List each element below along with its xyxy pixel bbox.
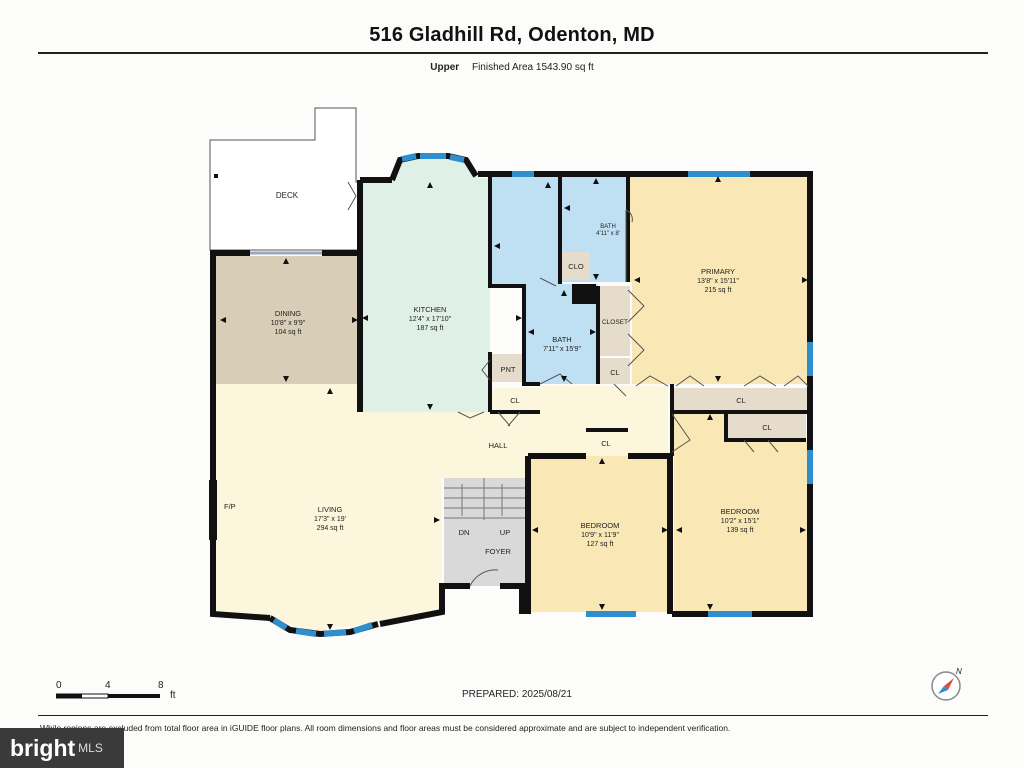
level-summary: Upper Finished Area 1543.90 sq ft: [0, 62, 1024, 73]
cl-label-bedroom1: CL: [601, 439, 611, 448]
dining-area: 104 sq ft: [275, 329, 302, 336]
primary-name: PRIMARY: [701, 267, 735, 276]
deck-label: DECK: [276, 191, 299, 200]
cl-area-3: [726, 414, 806, 440]
interior-walls: [488, 176, 808, 456]
scale-label-4: 4: [105, 680, 111, 691]
bedroom-two-name: BEDROOM: [721, 507, 760, 516]
compass-icon: N: [931, 667, 962, 701]
stairs-down-label: DN: [459, 528, 470, 537]
kitchen-room: [360, 158, 490, 412]
primary-room: [628, 174, 810, 384]
cl-area-2: [674, 388, 808, 412]
dimension-arrows: [220, 176, 808, 630]
bedroom-one: [530, 456, 670, 612]
footer-rule: [38, 715, 988, 716]
bath-small-name: BATH: [600, 224, 616, 230]
primary-dims: 13'8" x 15'11": [697, 278, 739, 285]
cl-label-bath: CL: [610, 368, 620, 377]
compass-north-label: N: [956, 667, 962, 676]
fireplace-label: F/P: [224, 502, 236, 511]
closet-area: [600, 286, 630, 356]
living-area: 294 sq ft: [317, 525, 344, 532]
stairs-up-label: UP: [500, 528, 510, 537]
clo-label: CLO: [568, 262, 584, 271]
scale-unit: ft: [170, 690, 176, 701]
level-label: Upper: [430, 62, 460, 73]
watermark-suffix: MLS: [78, 741, 103, 755]
bedroom-two-dims: 10'2" x 15'1": [721, 518, 760, 525]
stairs-area: [444, 478, 526, 586]
door-swings: [347, 181, 809, 587]
living-hall-area: [216, 384, 668, 632]
scale-bar: [56, 693, 160, 699]
bedroom-two: [674, 414, 808, 612]
chimney-block: [572, 284, 596, 304]
header-rule: [38, 52, 988, 54]
bedroom-one-dims: 10'9" x 11'9": [581, 532, 619, 539]
kitchen-bay-window: [389, 153, 479, 182]
primary-area: 215 sq ft: [705, 287, 732, 294]
watermark-logo: bright MLS: [0, 728, 124, 768]
living-name: LIVING: [318, 505, 343, 514]
deck-post: [214, 174, 218, 178]
living-bay-window: [268, 615, 379, 638]
kitchen-dims: 12'4" x 17'10": [409, 316, 452, 323]
hall-label: HALL: [489, 441, 508, 450]
cl-area-1: [600, 358, 630, 384]
bath-room: [526, 284, 598, 384]
bath-small-dims: 4'11" x 8': [596, 231, 620, 237]
dining-dims: 10'8" x 9'9": [271, 320, 306, 327]
foyer-label: FOYER: [485, 547, 511, 556]
cl-label-bedroom2: CL: [762, 423, 772, 432]
scale-label-8: 8: [158, 680, 164, 691]
living-dims: 17'3" x 19': [314, 516, 346, 523]
kitchen-name: KITCHEN: [414, 305, 447, 314]
scale-label-0: 0: [56, 680, 62, 691]
dining-name: DINING: [275, 309, 301, 318]
stair-treads: [444, 478, 526, 520]
address-title: 516 Gladhill Rd, Odenton, MD: [369, 24, 655, 46]
watermark-brand: bright: [10, 734, 76, 761]
kitchen-area: 187 sq ft: [417, 325, 444, 332]
clo-area: [562, 252, 590, 280]
cl-label-primary: CL: [736, 396, 746, 405]
bath-dims: 7'11" x 15'9": [543, 346, 581, 353]
footnote: While regions are excluded from total fl…: [40, 723, 731, 733]
bedroom-one-name: BEDROOM: [581, 521, 620, 530]
pnt-label: PNT: [501, 365, 516, 374]
bedroom-two-area: 139 sq ft: [727, 527, 754, 534]
bedroom-one-area: 127 sq ft: [587, 541, 614, 548]
deck-area: [209, 107, 361, 251]
bath-name: BATH: [552, 335, 571, 344]
pantry-area: [492, 354, 524, 382]
finished-area: Finished Area 1543.90 sq ft: [471, 62, 594, 73]
cl-label-hall: CL: [510, 396, 520, 405]
dining-room: [216, 256, 360, 384]
bath-upper-left: [492, 176, 560, 284]
closet-label: CLOSET: [602, 319, 628, 326]
prepared-date: PREPARED: 2025/08/21: [462, 689, 572, 700]
windows: [512, 171, 813, 617]
